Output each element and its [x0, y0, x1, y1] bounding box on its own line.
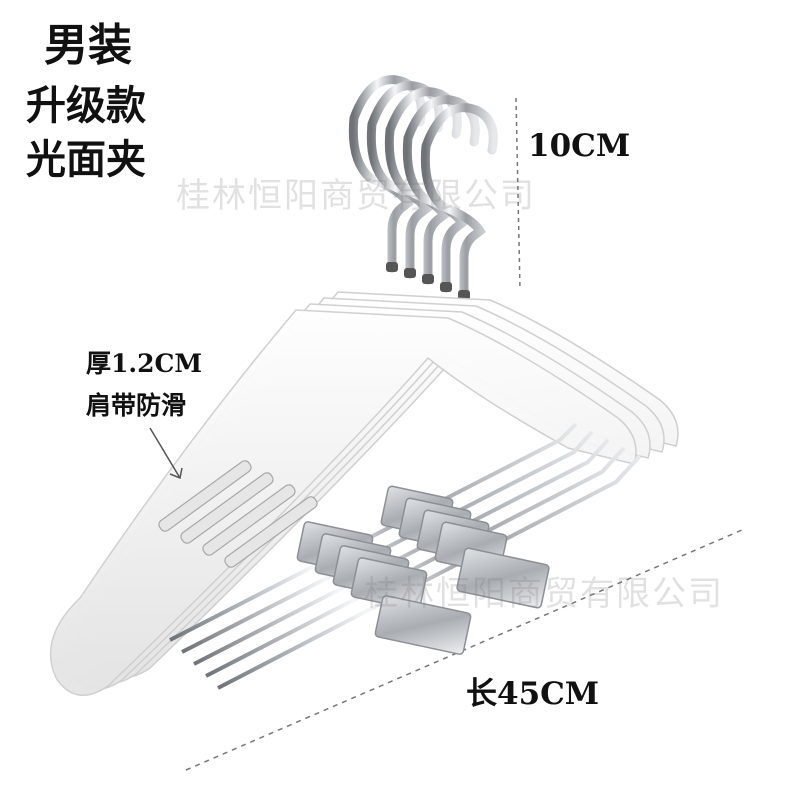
- hook-caps: [386, 262, 470, 300]
- hook-height-label: 10CM: [528, 128, 631, 164]
- grip-strip: [202, 484, 296, 556]
- hook: [420, 103, 498, 301]
- length-label: 长45CM: [466, 676, 600, 712]
- grip-strip: [224, 496, 318, 568]
- metal-bar: [193, 438, 610, 666]
- title-line-category: 男装: [44, 20, 132, 71]
- grip-strip: [180, 472, 274, 544]
- grip-label: 肩带防滑: [86, 391, 187, 420]
- grip-strip: [158, 460, 252, 532]
- clip-group-right: [380, 485, 550, 609]
- hook-cap: [458, 290, 470, 300]
- hook-cap: [440, 282, 452, 292]
- grip-strips: [158, 460, 318, 568]
- metal-bar: [181, 430, 594, 654]
- clip-group-left: [296, 521, 472, 655]
- thickness-label: 厚1.2CM: [86, 349, 203, 378]
- title-line-edition: 升级款: [26, 83, 146, 129]
- height-dimension-line: [515, 97, 521, 291]
- metal-bar: [205, 446, 626, 678]
- hook-cap: [386, 262, 398, 272]
- title-line-clip-type: 光面夹: [26, 137, 146, 183]
- hook-cap: [404, 268, 416, 278]
- hook-cap: [422, 274, 434, 284]
- metal-bar: [217, 454, 642, 690]
- hook: [384, 87, 462, 285]
- watermark: 桂林恒阳商贸有限公司: [364, 574, 724, 614]
- hook: [402, 95, 480, 293]
- watermark: 桂林恒阳商贸有限公司: [176, 176, 536, 216]
- metal-bars: [169, 422, 642, 690]
- pointer-arrowhead: [169, 467, 183, 480]
- thickness-pointer: [149, 427, 181, 479]
- hook-group: [348, 75, 498, 301]
- product-title: 男装 升级款 光面夹: [26, 20, 196, 183]
- clip: [374, 595, 472, 655]
- clip: [456, 547, 550, 609]
- metal-bar: [169, 422, 578, 642]
